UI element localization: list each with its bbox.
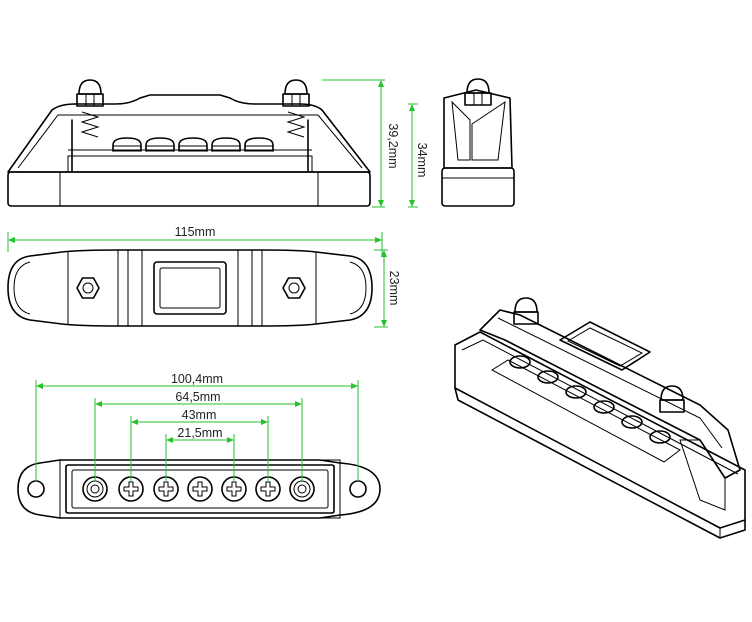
dimension-width: 23mm bbox=[374, 249, 401, 328]
label-screw-span-outer: 43mm bbox=[182, 408, 217, 422]
dimension-mount-spacing: 100,4mm bbox=[35, 372, 359, 482]
label-stud-spacing: 64,5mm bbox=[175, 390, 220, 404]
label-mount-spacing: 100,4mm bbox=[171, 372, 223, 386]
label-screw-span-inner: 21,5mm bbox=[177, 426, 222, 440]
label-width: 23mm bbox=[387, 271, 401, 306]
dimension-screw-span-inner: 21,5mm bbox=[165, 426, 235, 482]
label-height-side: 34mm bbox=[415, 143, 429, 178]
side-view bbox=[441, 78, 515, 207]
bottom-view bbox=[17, 459, 381, 519]
isometric-view bbox=[454, 297, 746, 539]
label-length: 115mm bbox=[175, 225, 216, 239]
top-view bbox=[7, 249, 373, 327]
dimension-stud-spacing: 64,5mm bbox=[94, 390, 303, 482]
dimension-height-total: 39,2mm bbox=[322, 79, 400, 208]
dimension-screw-span-outer: 43mm bbox=[130, 408, 269, 482]
dimension-length: 115mm bbox=[7, 225, 383, 256]
front-view bbox=[7, 79, 371, 207]
dimension-height-side: 34mm bbox=[408, 103, 429, 208]
label-height-total: 39,2mm bbox=[386, 123, 400, 168]
